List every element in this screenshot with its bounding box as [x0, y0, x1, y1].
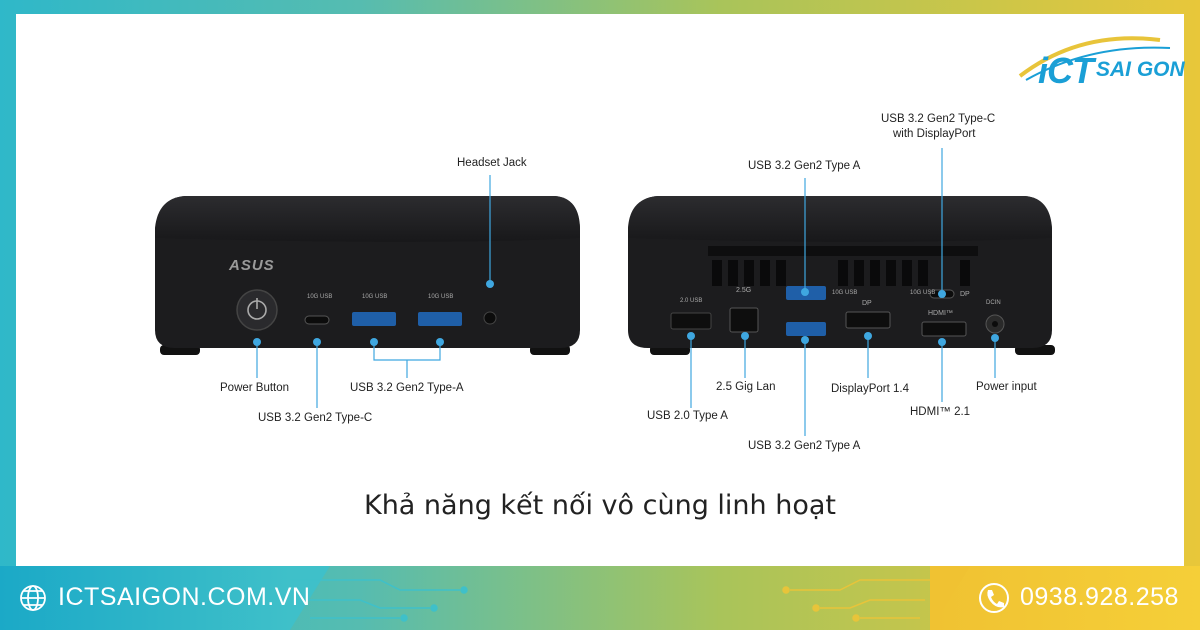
label-usb2: USB 2.0 Type A	[647, 410, 728, 422]
label-usb-c-dp-line1: USB 3.2 Gen2 Type-C	[881, 113, 996, 125]
port-badge: 10G USB	[307, 294, 333, 300]
label-hdmi: HDMI™ 2.1	[910, 406, 971, 418]
label-power-input: Power input	[976, 381, 1037, 393]
port-badge: DP	[862, 300, 872, 307]
label-headset-jack: Headset Jack	[457, 157, 527, 169]
label-lan: 2.5 Gig Lan	[716, 381, 776, 393]
front-device	[155, 175, 580, 408]
footer-phone[interactable]: 0938.928.258	[1020, 583, 1179, 611]
port-badge: HDMI™	[928, 310, 953, 317]
label-usb-type-c: USB 3.2 Gen2 Type-C	[258, 412, 373, 424]
port-badge: DCIN	[986, 300, 1001, 306]
port-badge: 10G USB	[362, 294, 388, 300]
port-badge: 10G USB	[910, 290, 936, 296]
globe-icon	[20, 585, 46, 611]
label-displayport: DisplayPort 1.4	[831, 383, 909, 395]
port-badge: 2.5G	[736, 287, 752, 294]
footer-website[interactable]: ICTSAIGON.COM.VN	[58, 583, 311, 611]
port-badge: DP	[960, 291, 970, 298]
port-badge: 10G USB	[832, 290, 858, 296]
footer-right-band	[930, 566, 1200, 630]
label-usb-c-dp-line2: with DisplayPort	[893, 128, 976, 140]
footer-left-band	[0, 566, 290, 630]
footer	[0, 566, 1200, 630]
label-usb-a-top: USB 3.2 Gen2 Type A	[748, 160, 861, 172]
asus-brand-mark: ASUS	[229, 257, 275, 274]
caption: Khả năng kết nối vô cùng linh hoạt	[363, 490, 836, 521]
label-usb-type-a: USB 3.2 Gen2 Type-A	[350, 382, 464, 394]
label-power-button: Power Button	[220, 382, 290, 394]
label-usb-a-bottom: USB 3.2 Gen2 Type A	[748, 440, 861, 452]
rear-device	[628, 148, 1055, 436]
logo-sub: SAI GON	[1096, 58, 1185, 81]
port-badge: 10G USB	[428, 294, 454, 300]
port-badge: 2.0 USB	[680, 298, 703, 304]
phone-icon	[979, 583, 1009, 613]
logo-main: iCT	[1038, 50, 1094, 91]
